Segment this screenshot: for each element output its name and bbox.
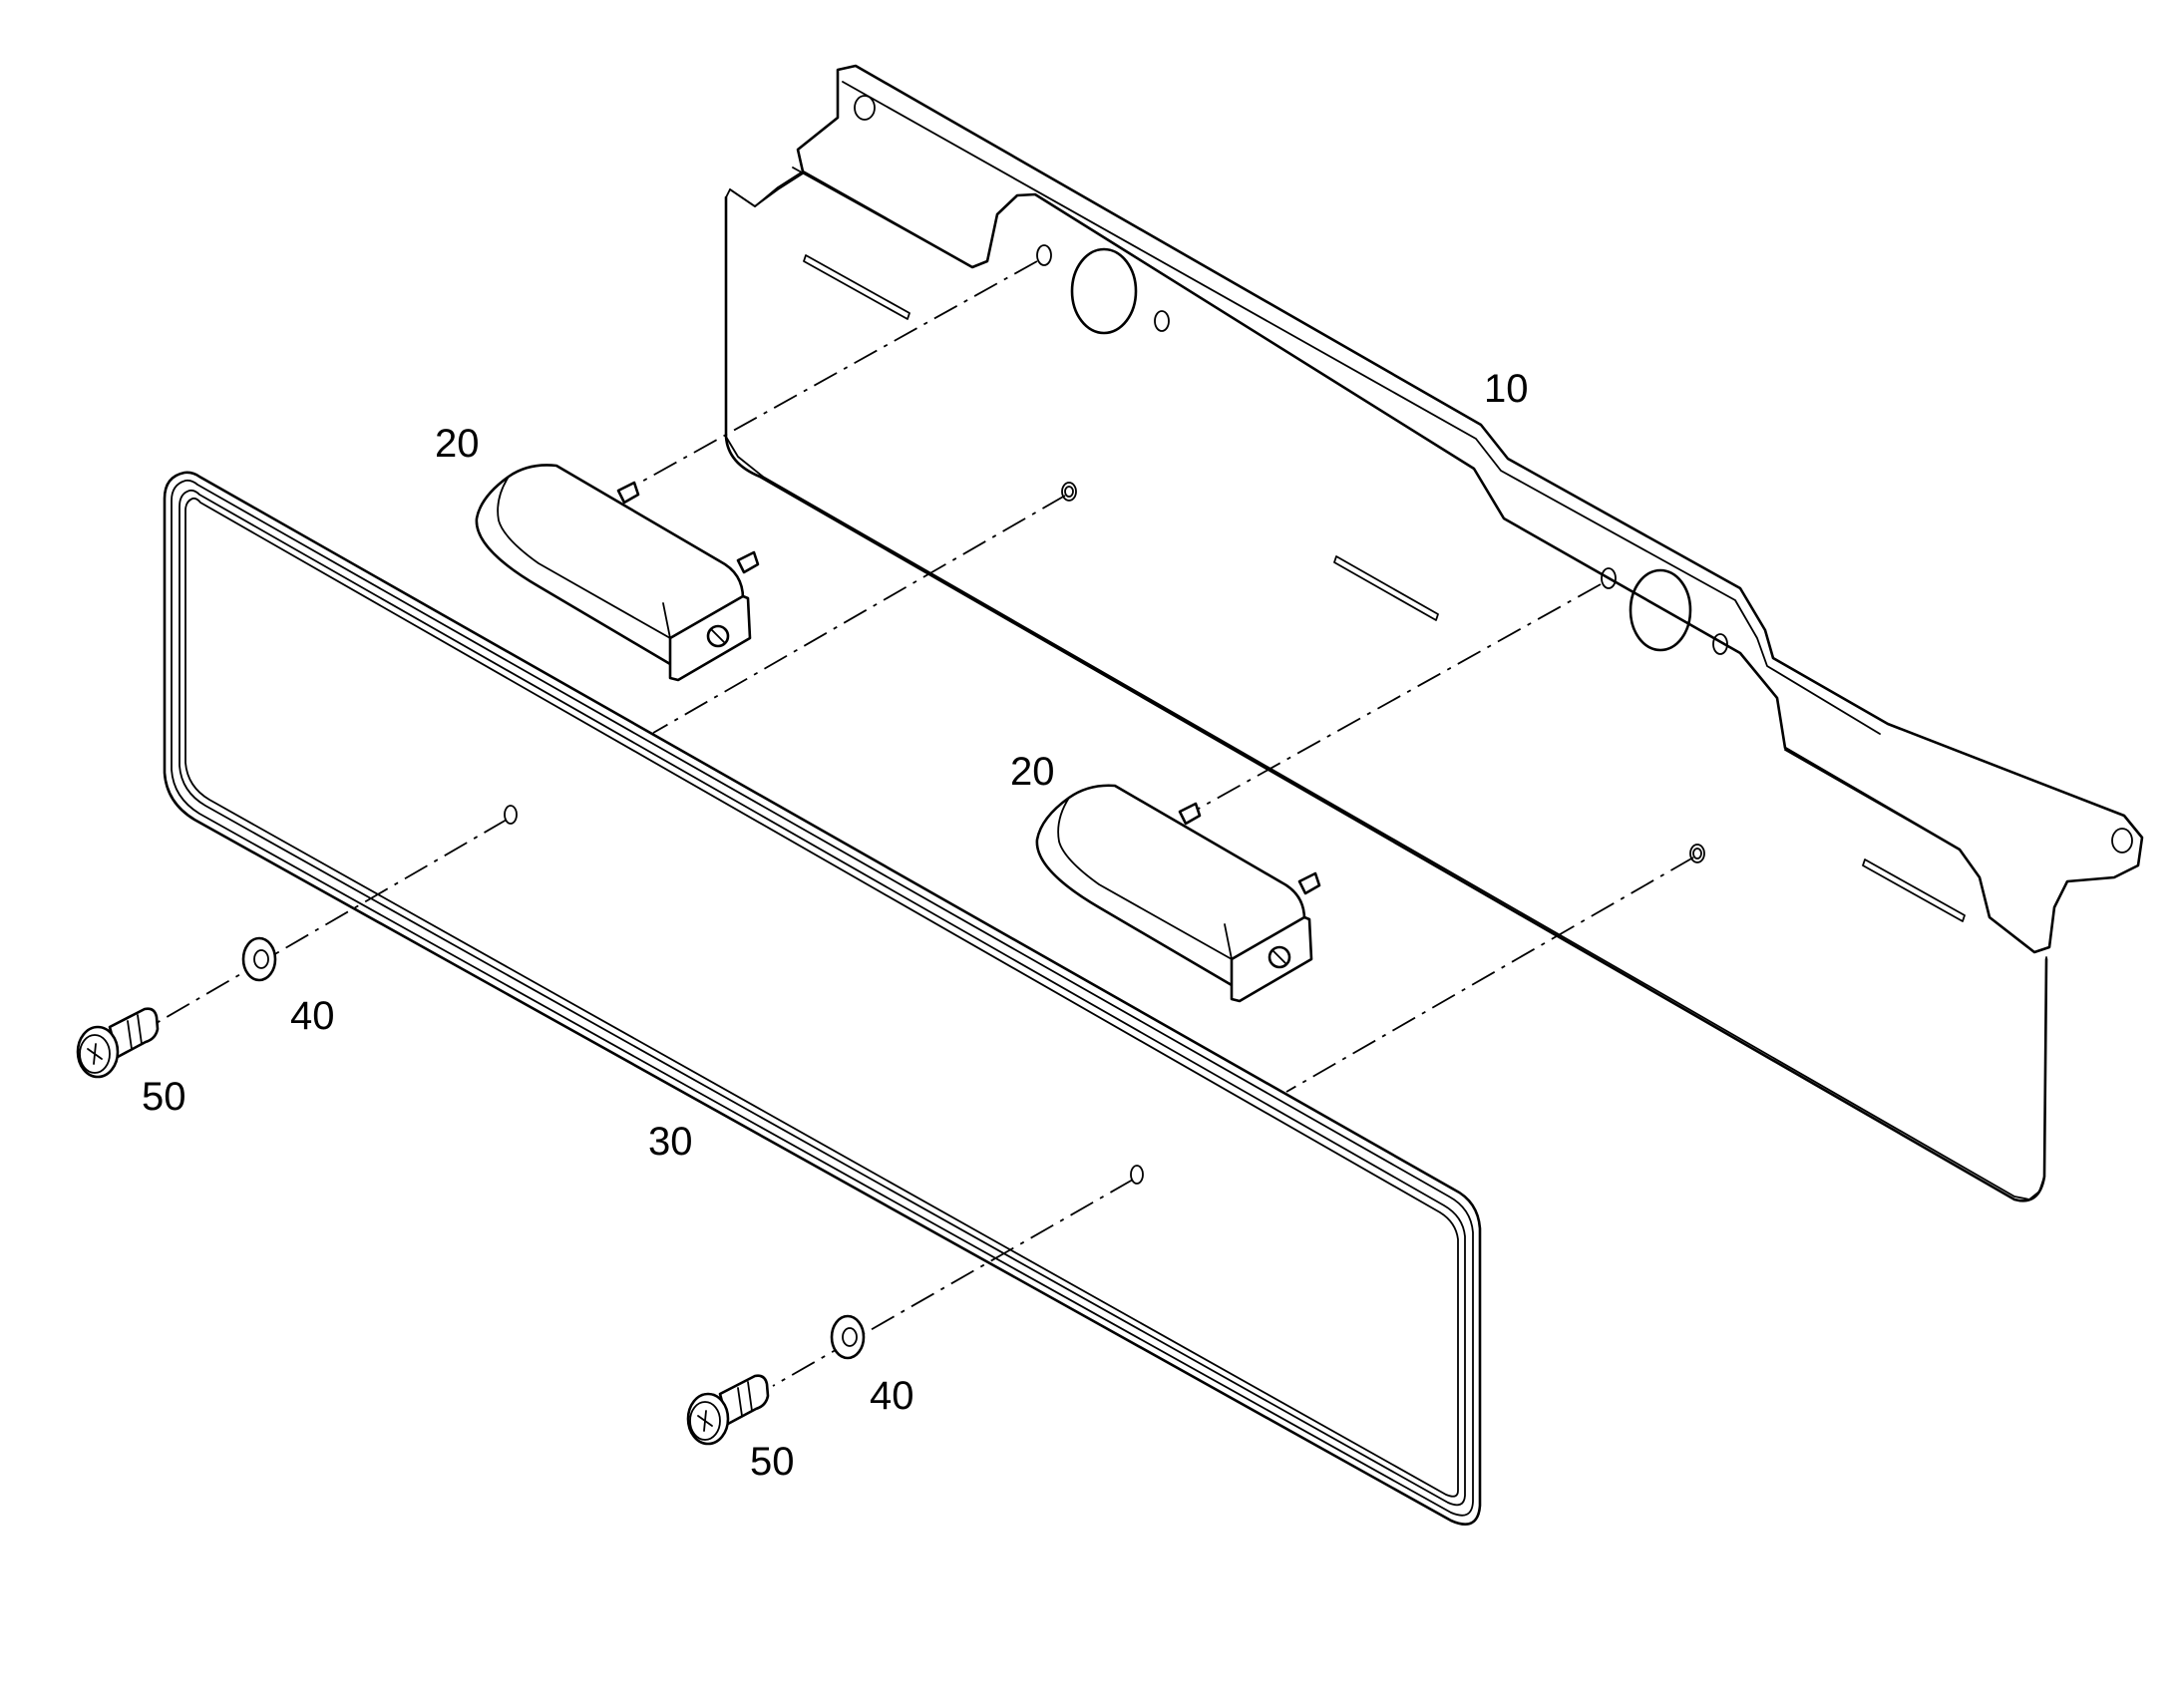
plate-rim-2 [179, 489, 1466, 1507]
bracket-small-hole-3 [1712, 633, 1728, 655]
washer-right-inner [842, 1327, 858, 1347]
screw-right-shank [718, 1374, 770, 1426]
centerline-lamp1-screw [652, 495, 1066, 734]
bracket-inner-fold-right [1784, 749, 1961, 851]
label-screw-left: 50 [142, 1075, 186, 1119]
plate-outer-edge [163, 471, 1482, 1526]
bracket-top-flange [796, 64, 2144, 954]
label-screw-right: 50 [750, 1440, 795, 1484]
label-lamp-right: 20 [1010, 750, 1055, 794]
screw-right-part-50 [686, 1374, 770, 1446]
bracket-slot-3 [1862, 858, 1966, 922]
bracket-left-edge [729, 172, 804, 207]
lamp-left-pin-top [616, 481, 640, 505]
bracket-small-hole-1 [1154, 310, 1170, 332]
bracket-slot-2 [1333, 555, 1439, 621]
centerline-lamp2-top [1196, 583, 1602, 811]
centerline-right-fastener [772, 1179, 1134, 1387]
lamp-right-pin-top [1178, 802, 1202, 826]
bracket-mount-hole-2 [2111, 828, 2133, 854]
washer-left-outer [241, 936, 277, 982]
lamp-left-part-20 [475, 464, 760, 682]
lamp-right-pin-side [1297, 871, 1321, 895]
lamp-left-body [475, 464, 745, 666]
centerline-left-fastener [149, 819, 508, 1028]
bracket-top-flange-inner [842, 81, 1881, 735]
bracket-screw-hole-2 [1689, 844, 1705, 863]
label-bracket: 10 [1484, 367, 1529, 411]
bracket-bend-line [725, 171, 2047, 1200]
plate-rim-3 [184, 497, 1459, 1498]
label-washer-left: 40 [290, 994, 335, 1038]
bracket-mount-hole-1 [854, 95, 876, 121]
part-labels: 10 20 20 30 40 40 50 50 [142, 367, 1529, 1484]
washer-right-part-40 [830, 1314, 866, 1360]
bracket-cable-hole-2 [1629, 568, 1692, 652]
label-plate: 30 [648, 1120, 693, 1164]
assembly-center-lines [149, 260, 1694, 1387]
plate-hole-2 [1130, 1165, 1144, 1185]
plate-hole-1 [504, 805, 518, 825]
bracket-cable-hole-1 [1070, 247, 1138, 335]
bracket-small-hole-2 [1036, 244, 1052, 266]
centerline-lamp2-screw [1285, 856, 1694, 1093]
bracket-vertical-face [724, 195, 2048, 1202]
label-lamp-left: 20 [435, 422, 480, 466]
label-washer-right: 40 [870, 1374, 914, 1418]
bracket-inner-fold [792, 167, 973, 268]
plate-rim-1 [171, 479, 1474, 1517]
washer-right-outer [830, 1314, 866, 1360]
washer-left-inner [253, 949, 269, 969]
lamp-left-pin-side [736, 550, 760, 574]
bracket-small-hole-4 [1601, 567, 1617, 589]
bracket-part-10 [724, 64, 2144, 1202]
washer-left-part-40 [241, 936, 277, 982]
bracket-slot-1 [803, 254, 910, 320]
centerline-lamp1-top [637, 260, 1038, 485]
screw-left-part-50 [76, 1007, 160, 1079]
lamp-right-body [1035, 784, 1306, 987]
lamp-right-part-20 [1035, 784, 1321, 1003]
screw-left-shank [108, 1007, 160, 1059]
plate-part-30 [163, 471, 1482, 1526]
bracket-screw-hole-1 [1061, 482, 1077, 502]
